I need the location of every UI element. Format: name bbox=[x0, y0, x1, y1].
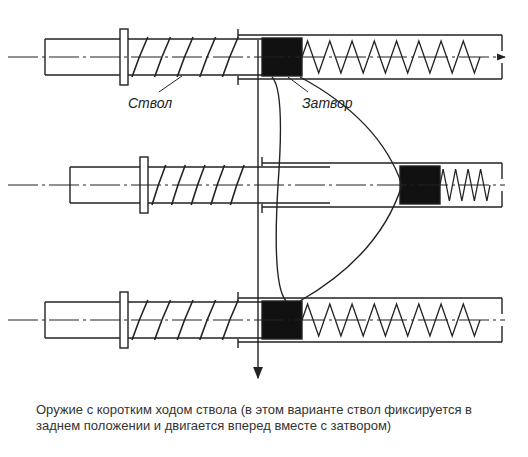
motion-path bbox=[300, 77, 402, 301]
receiver bbox=[238, 78, 502, 79]
axis-line bbox=[8, 57, 505, 58]
barrel bbox=[45, 74, 262, 75]
barrel bbox=[70, 202, 330, 203]
receiver bbox=[501, 326, 502, 342]
barrel bbox=[45, 301, 262, 302]
receiver bbox=[238, 341, 502, 342]
axis-line bbox=[8, 320, 505, 321]
barrel bbox=[45, 337, 262, 338]
part-label: Затвор bbox=[302, 95, 353, 111]
motion-path bbox=[272, 77, 286, 301]
reference-line bbox=[257, 40, 258, 378]
receiver bbox=[262, 206, 502, 207]
leader-line bbox=[288, 77, 308, 92]
receiver bbox=[237, 29, 238, 38]
receiver bbox=[237, 292, 238, 301]
receiver bbox=[501, 191, 502, 207]
receiver bbox=[238, 297, 502, 298]
receiver bbox=[261, 157, 262, 166]
receiver bbox=[237, 339, 238, 348]
figure-caption: Оружие с коротким ходом ствола (в этом в… bbox=[36, 402, 491, 434]
barrel bbox=[45, 38, 262, 39]
receiver bbox=[501, 163, 502, 179]
receiver bbox=[501, 298, 502, 314]
leader-line bbox=[159, 76, 182, 92]
receiver bbox=[237, 76, 238, 85]
receiver bbox=[261, 204, 262, 213]
receiver bbox=[501, 63, 502, 79]
receiver bbox=[238, 34, 502, 35]
receiver bbox=[262, 162, 502, 163]
axis-line bbox=[8, 185, 505, 186]
receiver bbox=[501, 35, 502, 51]
part-label: Ствол bbox=[128, 95, 172, 111]
barrel bbox=[70, 166, 330, 167]
